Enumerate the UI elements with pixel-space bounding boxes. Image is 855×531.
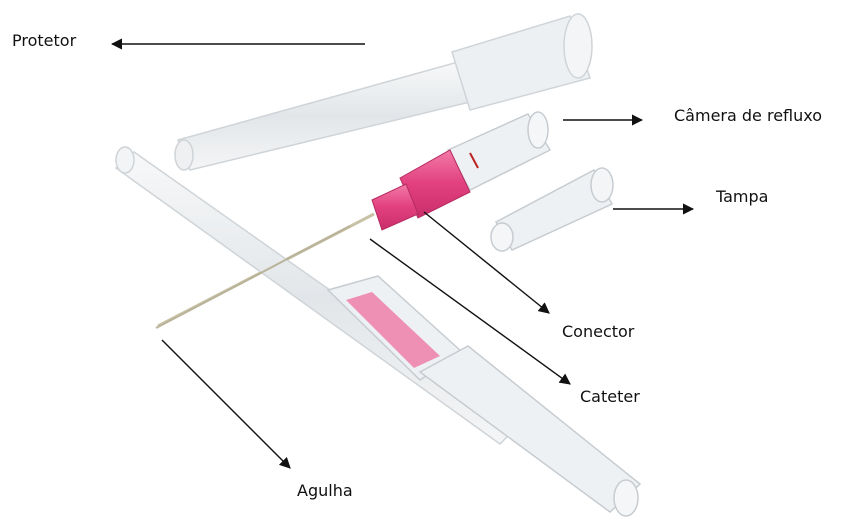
label-tampa: Tampa (716, 189, 768, 205)
label-protetor: Protetor (12, 33, 76, 49)
label-conector: Conector (562, 324, 634, 340)
cap (491, 168, 613, 251)
label-agulha: Agulha (297, 483, 353, 499)
label-camera-refluxo: Câmera de refluxo (674, 108, 822, 124)
arrow-agulha (162, 340, 290, 468)
label-cateter: Cateter (580, 389, 640, 405)
catheter-connector-hub (372, 150, 470, 230)
